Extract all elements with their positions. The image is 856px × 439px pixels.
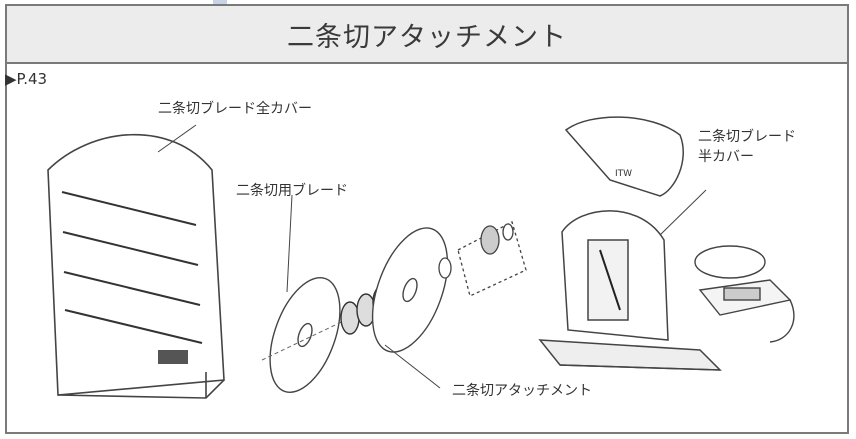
top-accent-strip	[213, 0, 227, 4]
motor-illustration	[694, 245, 795, 343]
second-blade-illustration	[371, 227, 449, 353]
leader-full-cover	[157, 124, 197, 153]
svg-text:ITW: ITW	[615, 169, 632, 179]
leader-attachment	[384, 344, 441, 389]
section-header: 二条切アタッチメント	[7, 6, 847, 64]
label-half-cover-line2: 半カバー	[698, 149, 754, 165]
full-cover-illustration	[47, 133, 225, 399]
half-cover-illustration: ITW	[564, 116, 684, 197]
label-attachment: 二条切アタッチメント	[452, 383, 592, 399]
leader-blade	[286, 194, 293, 293]
label-blade: 二条切用ブレード	[236, 183, 348, 199]
arbor-parts-illustration	[438, 221, 527, 297]
saw-body-illustration	[538, 210, 722, 371]
page-reference: ▶P.43	[5, 70, 48, 88]
blade-illustration	[269, 276, 341, 394]
leader-half-cover	[659, 189, 707, 236]
label-half-cover-line1: 二条切ブレード	[698, 129, 796, 145]
section-title: 二条切アタッチメント	[287, 21, 567, 53]
label-full-cover: 二条切ブレード全カバー	[158, 101, 312, 117]
